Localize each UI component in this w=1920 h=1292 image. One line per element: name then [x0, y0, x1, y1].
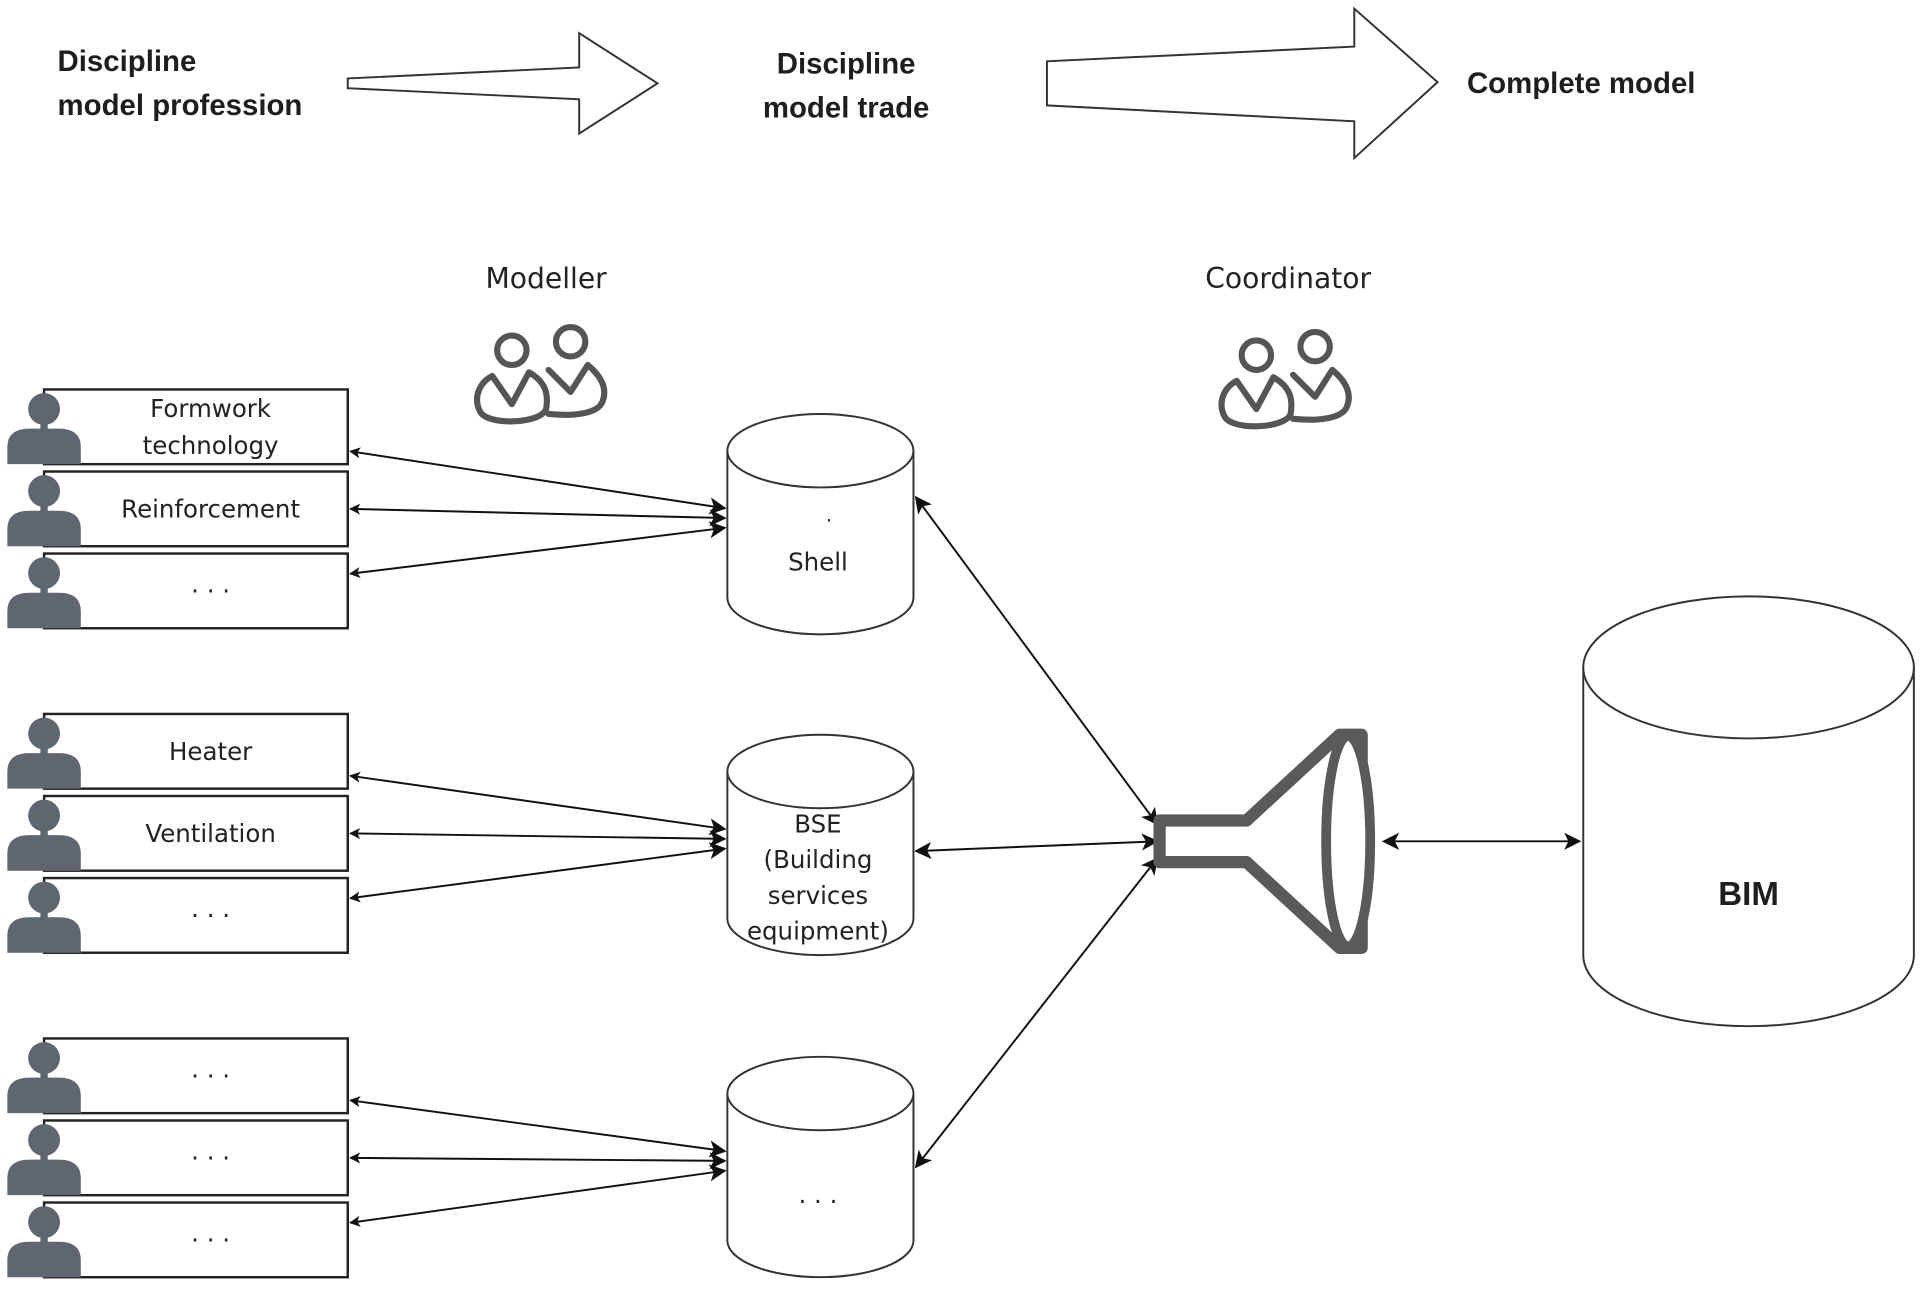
stage-discipline-model-trade: Discipline model trade	[763, 48, 930, 125]
connector-member-database	[349, 842, 727, 903]
connector-member-database	[349, 1164, 727, 1227]
person-icon	[7, 799, 81, 871]
svg-text:Discipline: Discipline	[58, 45, 197, 78]
person-icon	[7, 1042, 81, 1114]
funnel-icon	[1153, 728, 1376, 954]
modeller-row[interactable]: · · ·	[7, 552, 349, 630]
connector-member-database	[349, 1096, 727, 1158]
connector-member-database	[349, 503, 727, 527]
person-icon	[7, 475, 81, 547]
connector-member-database	[349, 521, 727, 579]
discipline-box[interactable]	[42, 388, 349, 466]
database-label: equipment)	[747, 916, 889, 945]
stage-discipline-model-profession: Discipline model profession	[58, 45, 303, 122]
discipline-box[interactable]	[42, 1037, 349, 1115]
database-cylinder-icon	[726, 733, 915, 810]
connector-member-database	[349, 447, 727, 515]
stage-complete-model: Complete model	[1467, 67, 1696, 100]
modeller-row[interactable]: · · ·	[7, 1201, 349, 1279]
connector-database-funnel	[914, 857, 1159, 1169]
discipline-box[interactable]	[42, 1119, 349, 1197]
discipline-label: · · ·	[191, 1225, 230, 1254]
stage-1-line-2: model profession	[58, 89, 303, 122]
trade-database[interactable]: BSE (Building services equipment)	[726, 733, 915, 957]
connector-member-database	[349, 827, 727, 848]
discipline-label: Heater	[169, 737, 253, 766]
modeller-row[interactable]: · · ·	[7, 1119, 349, 1197]
modeller-row[interactable]: Heater	[7, 712, 349, 790]
modeller-row[interactable]: Formwork technology	[7, 388, 349, 466]
stage-1-line-1: Discipline	[58, 45, 197, 78]
discipline-group: · · · · · · · · · · · ·	[7, 857, 1159, 1279]
svg-text:Discipline: Discipline	[777, 48, 916, 81]
discipline-label: technology	[143, 431, 279, 460]
discipline-label: · · ·	[191, 901, 230, 930]
person-icon	[7, 393, 81, 465]
user-group-icon	[474, 323, 608, 425]
modeller-row[interactable]: · · ·	[7, 876, 349, 954]
svg-text:model trade: model trade	[763, 92, 930, 125]
database-label: Shell	[788, 548, 848, 577]
connector-member-database	[349, 1152, 727, 1170]
discipline-box[interactable]	[42, 1201, 349, 1279]
person-icon	[7, 881, 81, 953]
modeller-row[interactable]: Reinforcement	[7, 470, 349, 548]
user-group-icon	[1218, 328, 1352, 430]
discipline-label: · · ·	[191, 576, 230, 605]
stage-2-line-1: Discipline	[777, 48, 916, 81]
discipline-label: · · ·	[191, 1143, 230, 1172]
database-dot: .	[826, 504, 832, 527]
person-icon	[7, 557, 81, 629]
role-label-coordinator: Coordinator	[1205, 262, 1371, 295]
connector-member-database	[349, 771, 727, 836]
person-icon	[7, 1206, 81, 1278]
database-label: · · ·	[799, 1187, 838, 1216]
modeller-row[interactable]: · · ·	[7, 1037, 349, 1115]
database-cylinder-icon	[726, 412, 915, 489]
person-icon	[7, 1124, 81, 1196]
database-label: services	[768, 881, 868, 910]
svg-text:model profession: model profession	[58, 89, 303, 122]
database-cylinder-icon	[726, 1055, 915, 1132]
discipline-label: Formwork	[150, 394, 272, 423]
bim-database: BIM	[1582, 595, 1915, 1028]
person-icon	[7, 717, 81, 789]
trade-database[interactable]: . Shell	[726, 412, 915, 636]
modeller-row[interactable]: Ventilation	[7, 794, 349, 872]
arrow-right-large-icon	[1045, 6, 1440, 161]
role-label-modeller: Modeller	[485, 262, 607, 295]
stage-2-line-2: model trade	[763, 92, 930, 125]
connector-database-funnel	[914, 833, 1159, 860]
arrow-right-icon	[346, 31, 660, 136]
trade-database[interactable]: · · ·	[726, 1055, 915, 1279]
connector-database-funnel	[914, 495, 1159, 826]
discipline-label: Reinforcement	[121, 494, 300, 523]
database-label: (Building	[764, 845, 873, 874]
discipline-label: Ventilation	[145, 819, 275, 848]
discipline-label: · · ·	[191, 1061, 230, 1090]
bim-label: BIM	[1718, 876, 1779, 913]
database-label: BSE	[794, 810, 841, 839]
